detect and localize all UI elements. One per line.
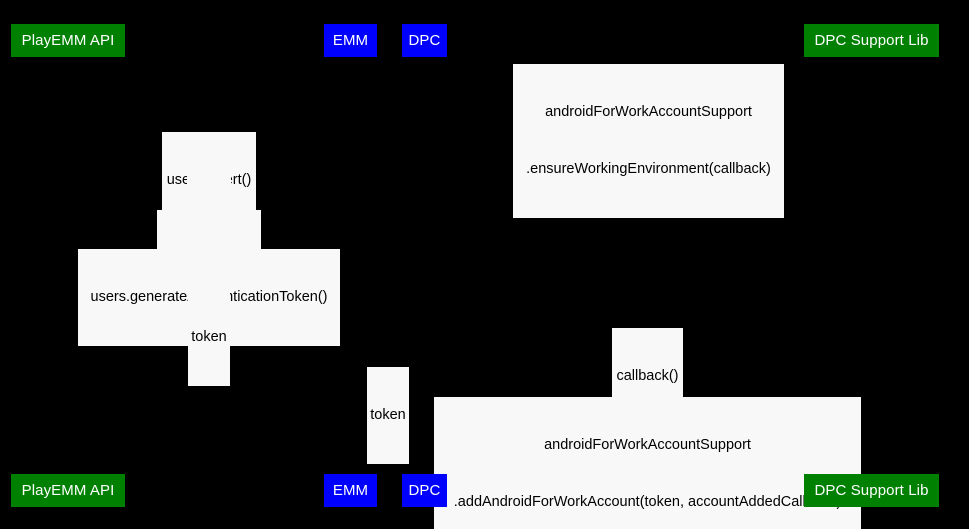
participant-emm-bottom[interactable]: EMM bbox=[324, 474, 377, 507]
message-ensure-working-environment: androidForWorkAccountSupport .ensureWork… bbox=[513, 64, 784, 218]
participant-emm-top[interactable]: EMM bbox=[324, 24, 377, 57]
message-line-1: token bbox=[191, 329, 227, 345]
message-line-1: androidForWorkAccountSupport bbox=[545, 104, 752, 120]
participant-label: PlayEMM API bbox=[21, 482, 115, 499]
participant-playemm-api-top[interactable]: PlayEMM API bbox=[11, 24, 125, 57]
lifeline-emm bbox=[350, 56, 351, 474]
participant-label: EMM bbox=[332, 32, 369, 49]
lifeline-dpc-support-lib bbox=[871, 56, 872, 474]
message-line-1: androidForWorkAccountSupport bbox=[544, 437, 751, 453]
participant-dpc-top[interactable]: DPC bbox=[402, 24, 447, 57]
message-token-to-dpc: token bbox=[367, 367, 409, 464]
participant-label: DPC bbox=[408, 482, 441, 499]
participant-label: EMM bbox=[332, 482, 369, 499]
participant-playemm-api-bottom[interactable]: PlayEMM API bbox=[11, 474, 125, 507]
participant-label: DPC bbox=[408, 32, 441, 49]
message-line-1: token bbox=[370, 407, 406, 423]
message-line-2: .addAndroidForWorkAccount(token, account… bbox=[453, 494, 842, 510]
participant-label: PlayEMM API bbox=[21, 32, 115, 49]
participant-dpc-support-lib-top[interactable]: DPC Support Lib bbox=[804, 24, 939, 57]
participant-label: DPC Support Lib bbox=[814, 32, 929, 49]
message-line-2: .ensureWorkingEnvironment(callback) bbox=[526, 161, 771, 177]
lifeline-dpc bbox=[424, 56, 425, 474]
participant-dpc-support-lib-bottom[interactable]: DPC Support Lib bbox=[804, 474, 939, 507]
participant-label: DPC Support Lib bbox=[814, 482, 929, 499]
participant-dpc-bottom[interactable]: DPC bbox=[402, 474, 447, 507]
message-line-1: callback() bbox=[616, 368, 679, 384]
lifeline-playemm-api bbox=[67, 56, 68, 474]
message-token-to-emm: token bbox=[188, 289, 230, 386]
message-add-android-for-work-account: androidForWorkAccountSupport .addAndroid… bbox=[434, 397, 861, 529]
